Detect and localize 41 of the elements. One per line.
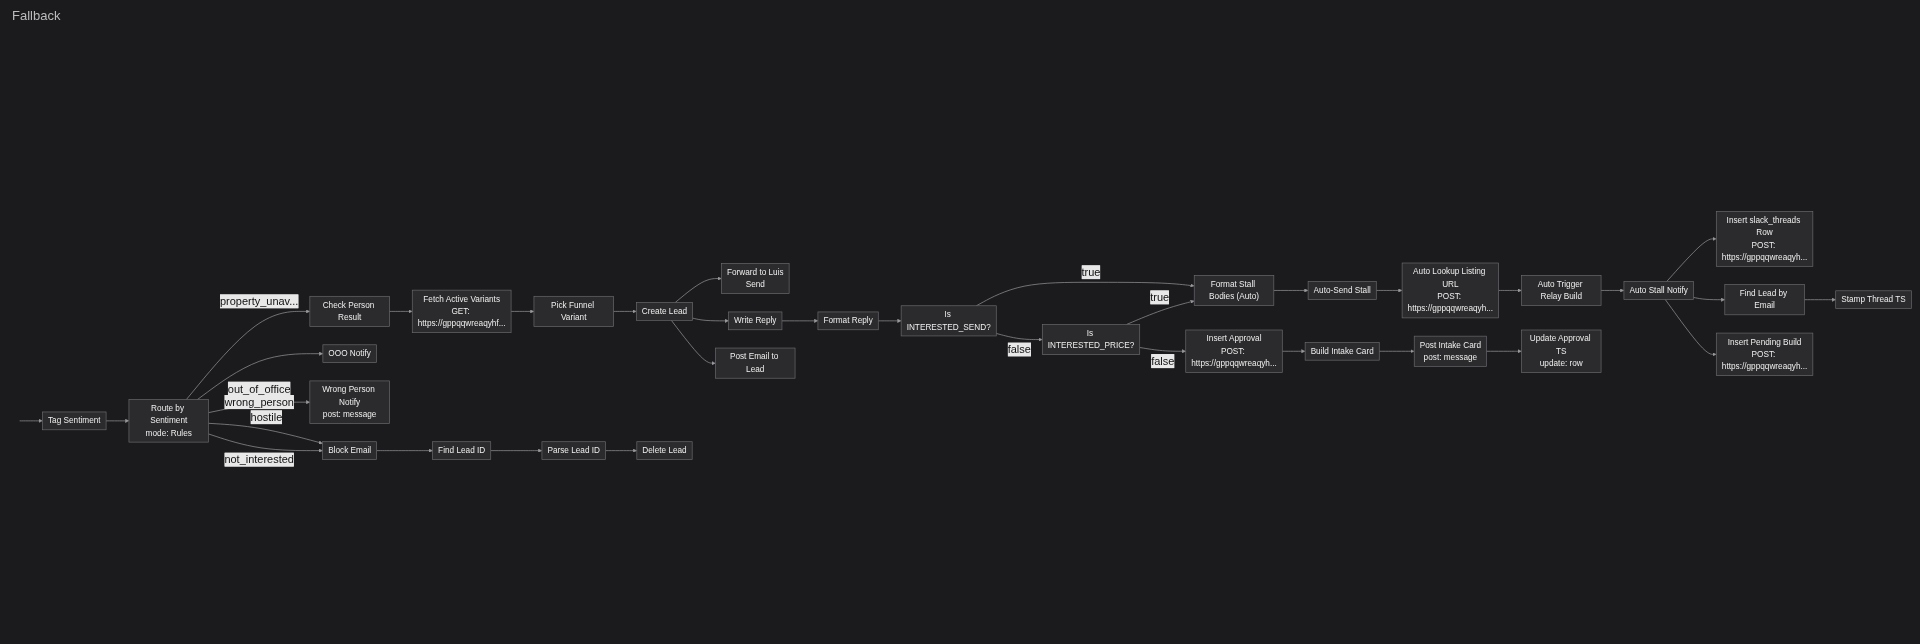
node-box: OOO Notify <box>322 343 377 363</box>
edge-label: wrong_person <box>224 394 294 409</box>
node-box: Post Intake Card post: message <box>1413 335 1487 367</box>
node-box: Auto Lookup Listing URL POST: https://gppqqwreaqyh... <box>1401 262 1499 318</box>
node-box: Forward to Luis Send <box>721 262 790 294</box>
node-box: Delete Lead <box>636 440 693 460</box>
node-box: Auto Trigger Relay Build <box>1521 274 1602 306</box>
node-box: Check Person Result <box>309 295 390 327</box>
node-box: Format Reply <box>817 311 879 330</box>
edge-label: true <box>1150 289 1170 305</box>
edge-label: true <box>1081 264 1101 279</box>
node-box: Insert slack_threads Row POST: https://gppqqwreaqyh... <box>1715 210 1814 267</box>
node-box: Find Lead by Email <box>1724 283 1805 315</box>
node-box: Create Lead <box>636 301 693 321</box>
edge-label: property_unav... <box>219 293 299 309</box>
node-box: Parse Lead ID <box>541 440 606 460</box>
edge-label: false <box>1007 341 1031 357</box>
node-box: Format Stall Bodies (Auto) <box>1193 274 1275 306</box>
node-box: Auto-Send Stall <box>1307 280 1377 300</box>
node-box: Insert Approval POST: https://gppqqwreaqyh... <box>1185 329 1283 373</box>
node-box: Is INTERESTED_SEND? <box>900 304 997 336</box>
node-box: Block Email <box>322 440 377 460</box>
edge-label: not_interested <box>224 452 294 467</box>
node-box: Write Reply <box>728 311 783 330</box>
node-box: Stamp Thread TS <box>1835 289 1912 309</box>
node-box: Insert Pending Build POST: https://gppqqwreaqyh... <box>1715 332 1814 376</box>
output-label: Fallback <box>12 8 61 23</box>
edge-label: false <box>1151 353 1175 368</box>
node-box: Pick Funnel Variant <box>533 295 614 327</box>
node-box: Is INTERESTED_PRICE? <box>1041 323 1141 355</box>
node-box: Build Intake Card <box>1304 341 1380 360</box>
node-box: Tag Sentiment <box>42 411 107 430</box>
node-box: Update Approval TS update: row <box>1521 329 1602 373</box>
node-box: Fetch Active Variants GET: https://gppqqwreaqyhf... <box>411 289 512 333</box>
node-box: Wrong Person Notify post: message <box>309 380 390 424</box>
node-box: Post Email to Lead <box>715 347 796 379</box>
edge-label: out_of_office <box>227 381 291 396</box>
node-box: Route by Sentiment mode: Rules <box>128 398 209 442</box>
node-box: Auto Stall Notify <box>1623 280 1694 300</box>
edge-label: hostile <box>250 409 283 424</box>
node-box: Find Lead ID <box>432 440 492 460</box>
